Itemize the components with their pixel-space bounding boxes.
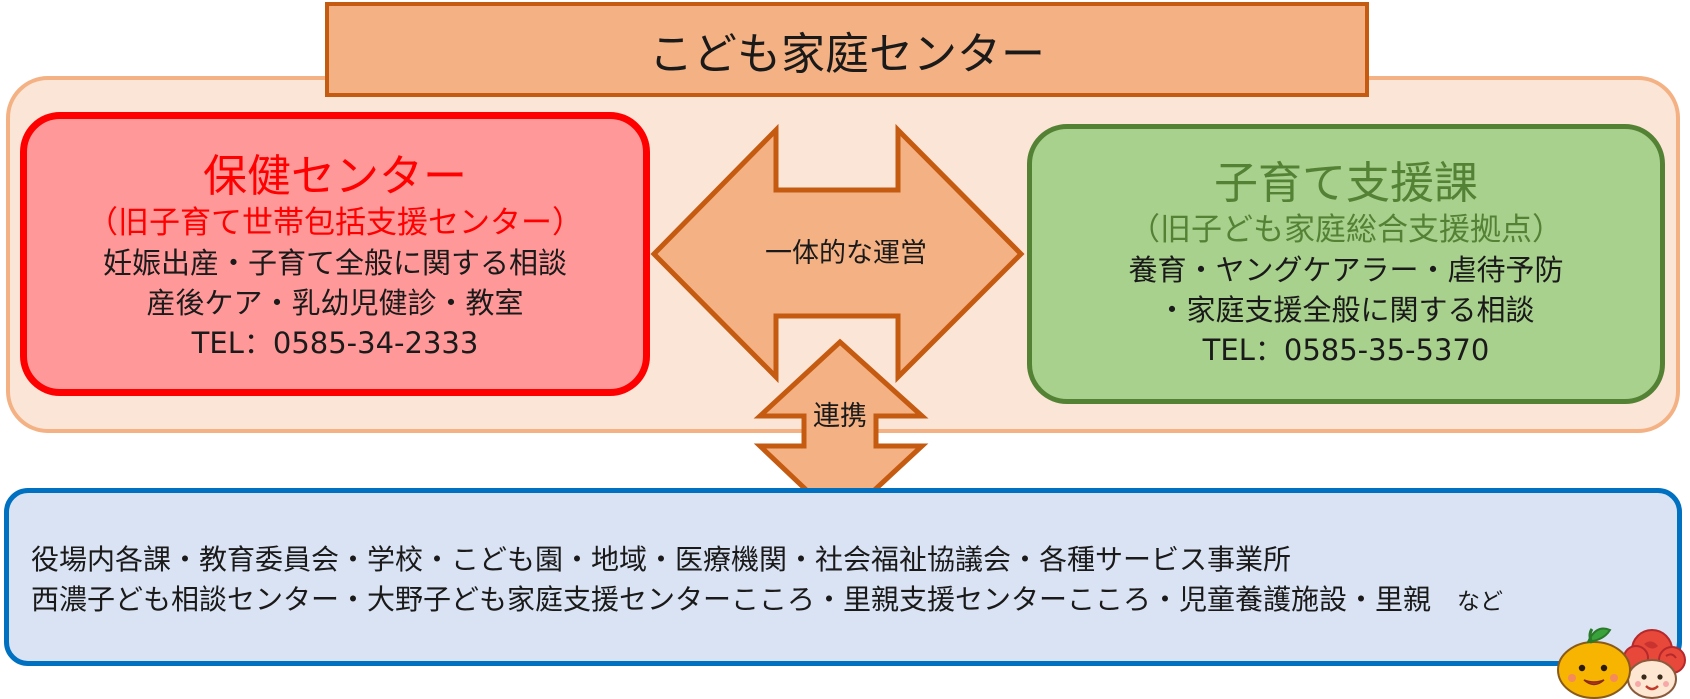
childcare-support-box: 子育て支援課 （旧子ども家庭総合支援拠点） 養育・ヤングケアラー・虐待予防 ・家… bbox=[1027, 124, 1665, 404]
health-center-line-1: 妊娠出産・子育て全般に関する相談 bbox=[102, 246, 567, 280]
page-title-text: こども家庭センター bbox=[649, 28, 1045, 80]
cooperation-label: 連携 bbox=[813, 401, 867, 432]
integrated-operation-label: 一体的な運営 bbox=[765, 238, 927, 269]
partner-organizations-box: 役場内各課・教育委員会・学校・こども園・地域・医療機関・社会福祉協議会・各種サー… bbox=[4, 488, 1682, 666]
childcare-support-line-1: 養育・ヤングケアラー・虐待予防 bbox=[1128, 253, 1564, 287]
health-center-tel: TEL：0585-34-2333 bbox=[191, 326, 479, 360]
childcare-support-title: 子育て支援課 bbox=[1214, 158, 1478, 209]
health-center-title: 保健センター bbox=[203, 151, 467, 202]
childcare-support-line-2: ・家庭支援全般に関する相談 bbox=[1157, 293, 1535, 327]
partner-organizations-line-2: 西濃子ども相談センター・大野子ども家庭支援センターこころ・里親支援センターこころ… bbox=[31, 581, 1503, 621]
partner-organizations-suffix: など bbox=[1457, 589, 1504, 615]
partner-organizations-line-2-text: 西濃子ども相談センター・大野子ども家庭支援センターこころ・里親支援センターこころ… bbox=[31, 583, 1432, 616]
partner-organizations-line-1: 役場内各課・教育委員会・学校・こども園・地域・医療機関・社会福祉協議会・各種サー… bbox=[31, 543, 1292, 576]
health-center-line-2: 産後ケア・乳幼児健診・教室 bbox=[146, 286, 524, 320]
health-center-box: 保健センター （旧子育て世帯包括支援センター） 妊娠出産・子育て全般に関する相談… bbox=[20, 112, 650, 396]
childcare-support-subtitle: （旧子ども家庭総合支援拠点） bbox=[1129, 212, 1563, 248]
page-title: こども家庭センター bbox=[325, 2, 1369, 97]
health-center-subtitle: （旧子育て世帯包括支援センター） bbox=[87, 205, 583, 241]
childcare-support-tel: TEL：0585-35-5370 bbox=[1202, 333, 1490, 367]
mascot-characters-icon bbox=[1557, 627, 1686, 699]
double-arrow-horizontal bbox=[650, 123, 1025, 384]
